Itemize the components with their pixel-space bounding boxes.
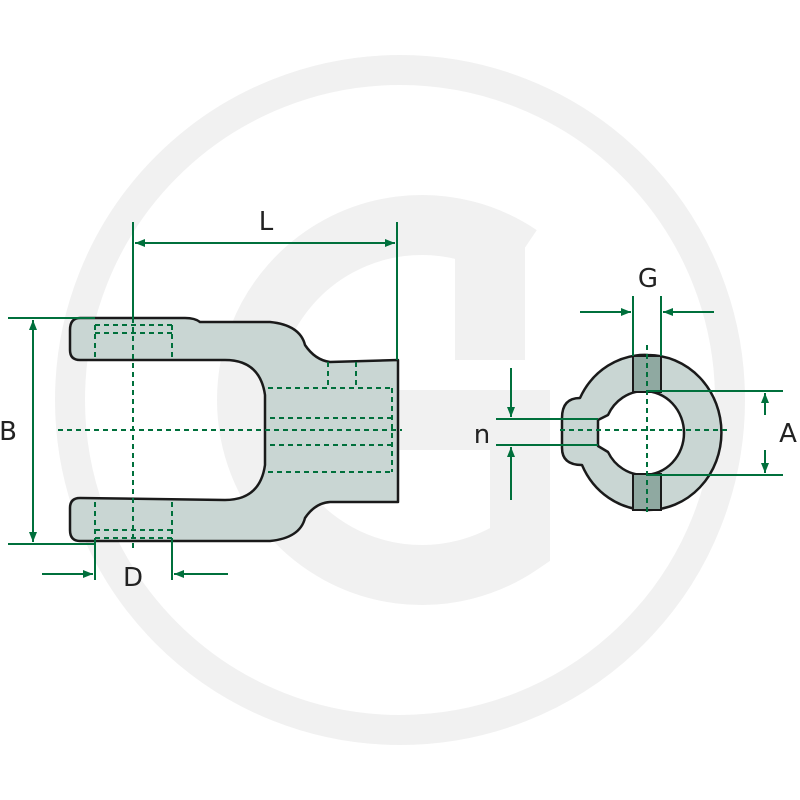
hidden-lines-yoke bbox=[58, 318, 402, 548]
label-G: G bbox=[638, 264, 658, 294]
dimension-L bbox=[132, 222, 398, 360]
yoke-side-view bbox=[58, 316, 402, 548]
label-n: n bbox=[474, 420, 490, 450]
dimension-n bbox=[496, 368, 598, 500]
yoke-body bbox=[68, 316, 400, 543]
label-B: B bbox=[0, 417, 17, 447]
label-A: A bbox=[779, 419, 797, 449]
label-L: L bbox=[259, 207, 274, 237]
dimension-D bbox=[42, 538, 228, 580]
label-D: D bbox=[123, 563, 143, 593]
ring-end-view bbox=[560, 345, 730, 515]
watermark-logo bbox=[55, 55, 745, 745]
dimension-A bbox=[648, 390, 783, 476]
dimension-G bbox=[580, 296, 714, 356]
dimension-B bbox=[8, 317, 95, 545]
